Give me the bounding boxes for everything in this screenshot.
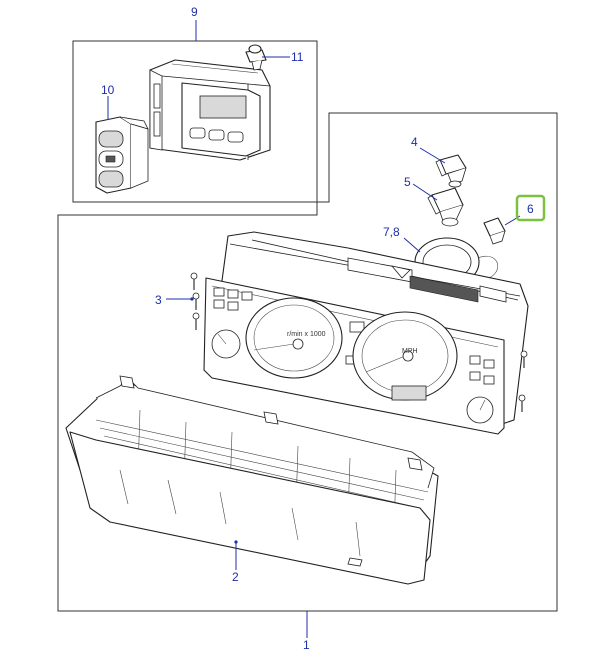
callout-9: 9 — [191, 5, 198, 19]
subassembly-box-9 — [72, 40, 318, 203]
display-module-part-9 — [149, 59, 271, 161]
callout-3: 3 — [155, 293, 162, 307]
callout-4: 4 — [411, 135, 418, 149]
lens-bezel-part-2 — [65, 375, 439, 585]
bulb-holder-part-11 — [245, 44, 267, 71]
callout-6: 6 — [527, 202, 534, 216]
bulb-holder-part-5 — [427, 187, 464, 227]
mounting-screws-left — [190, 272, 200, 330]
callout-labels: 9 11 10 4 5 6 7,8 3 2 1 — [101, 5, 546, 652]
callout-2: 2 — [232, 570, 239, 584]
tachometer-scale-label: r/min x 1000 — [287, 331, 326, 338]
mounting-screws-right — [518, 350, 528, 412]
callout-11: 11 — [291, 50, 304, 64]
switch-pack-part-10 — [95, 116, 149, 194]
main-assembly-box-1 — [57, 112, 558, 612]
callout-1: 1 — [303, 638, 310, 652]
callout-7-8: 7,8 — [383, 225, 400, 239]
bulb-holder-part-4 — [435, 154, 467, 188]
callout-leaders — [107, 20, 521, 638]
bulb-holder-part-6 — [483, 217, 506, 245]
callout-5: 5 — [404, 175, 411, 189]
instrument-cluster-part-3: r/min x 1000 MPH — [190, 231, 529, 435]
callout-10: 10 — [101, 83, 115, 97]
speedometer-unit-label: MPH — [402, 348, 418, 355]
callout-6-highlight — [515, 194, 546, 222]
